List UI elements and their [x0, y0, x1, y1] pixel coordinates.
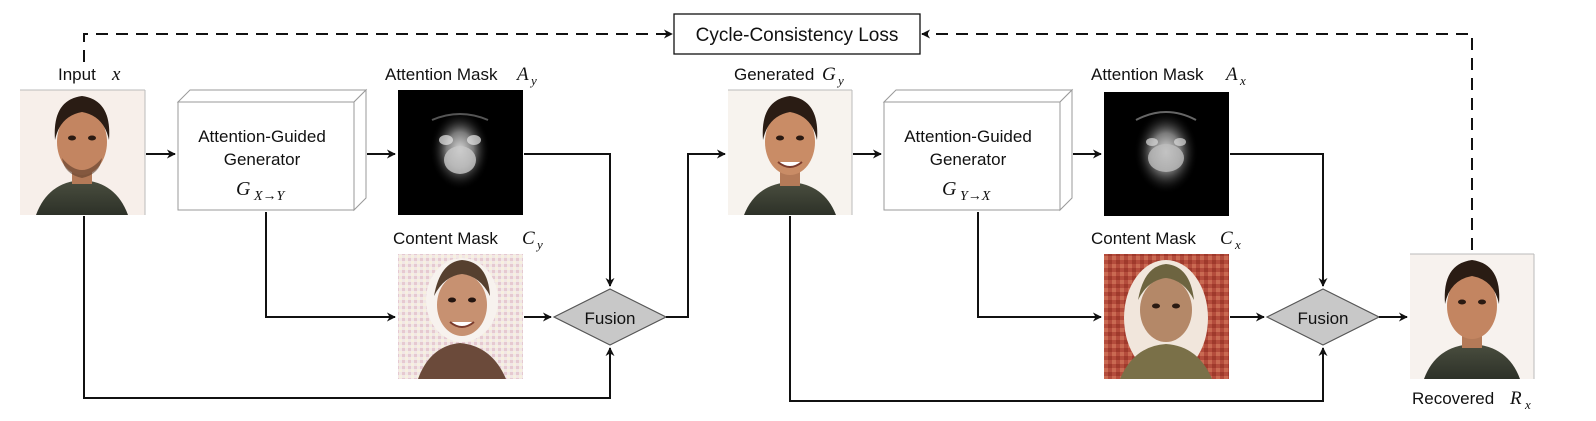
input-label: Input x [58, 64, 121, 85]
svg-text:x: x [1234, 237, 1241, 252]
attention-mask-y-label: Attention Mask A y [385, 64, 537, 88]
generator-y-to-x: Attention-Guided Generator G Y→X [882, 88, 1074, 212]
svg-text:R: R [1509, 388, 1522, 409]
generator-x-to-y-line1: Attention-Guided [198, 127, 326, 146]
attention-mask-x-label: Attention Mask A x [1091, 64, 1246, 88]
attention-mask-x-image [1104, 92, 1229, 216]
svg-text:x: x [1524, 397, 1531, 412]
svg-text:Attention Mask: Attention Mask [385, 65, 498, 84]
svg-text:G: G [942, 178, 957, 200]
flow-arrows [83, 149, 1408, 402]
svg-text:Recovered: Recovered [1412, 389, 1494, 408]
svg-text:G: G [236, 178, 251, 200]
fusion-node-1: Fusion [552, 288, 668, 346]
arrow-generated-to-fusion [789, 216, 1328, 402]
svg-text:y: y [535, 237, 543, 252]
cycle-loss-label: Cycle-Consistency Loss [696, 25, 899, 46]
svg-text:Generated: Generated [734, 65, 814, 84]
svg-text:Content Mask: Content Mask [393, 229, 498, 248]
svg-text:C: C [1220, 228, 1233, 249]
fusion-2-label: Fusion [1297, 309, 1348, 328]
dashed-input-to-loss [83, 29, 673, 62]
svg-text:A: A [515, 64, 529, 85]
svg-text:y: y [529, 73, 537, 88]
attention-mask-y-image [398, 90, 523, 215]
fusion-node-2: Fusion [1265, 288, 1381, 346]
svg-text:Input: Input [58, 65, 96, 84]
input-face-image [20, 89, 146, 215]
svg-text:X→Y: X→Y [253, 189, 287, 204]
svg-text:Y→X: Y→X [960, 189, 991, 204]
recovered-face-image [1410, 253, 1535, 379]
arrow-input-to-fusion [83, 216, 615, 399]
svg-text:Attention Mask: Attention Mask [1091, 65, 1204, 84]
content-mask-x-image [1104, 254, 1229, 379]
generator-y-to-x-line2: Generator [930, 150, 1007, 169]
svg-text:Content Mask: Content Mask [1091, 229, 1196, 248]
content-mask-y-image [398, 254, 523, 379]
arrow-attention-x-to-fusion [1230, 153, 1328, 287]
svg-text:A: A [1224, 64, 1238, 85]
arrow-generator-to-content-y [265, 212, 396, 322]
generator-y-to-x-line1: Attention-Guided [904, 127, 1032, 146]
fusion-1-label: Fusion [584, 309, 635, 328]
recovered-label: Recovered R x [1412, 388, 1531, 412]
generator-x-to-y: Attention-Guided Generator G X→Y [176, 88, 368, 212]
arrow-attention-y-to-fusion [524, 153, 615, 287]
svg-text:y: y [836, 73, 844, 88]
dashed-recovered-to-loss [921, 29, 1473, 250]
generated-label: Generated G y [734, 64, 844, 88]
svg-text:x: x [111, 64, 121, 85]
cycle-loss-node: Cycle-Consistency Loss [673, 13, 921, 55]
arrow-fusion-to-generated [666, 149, 726, 318]
arrow-generator-to-content-x [977, 212, 1102, 322]
svg-text:C: C [522, 228, 535, 249]
content-mask-y-label: Content Mask C y [393, 228, 543, 252]
generated-face-image [728, 89, 853, 215]
svg-text:G: G [822, 64, 836, 85]
svg-text:x: x [1239, 73, 1246, 88]
generator-x-to-y-line2: Generator [224, 150, 301, 169]
content-mask-x-label: Content Mask C x [1091, 228, 1241, 252]
